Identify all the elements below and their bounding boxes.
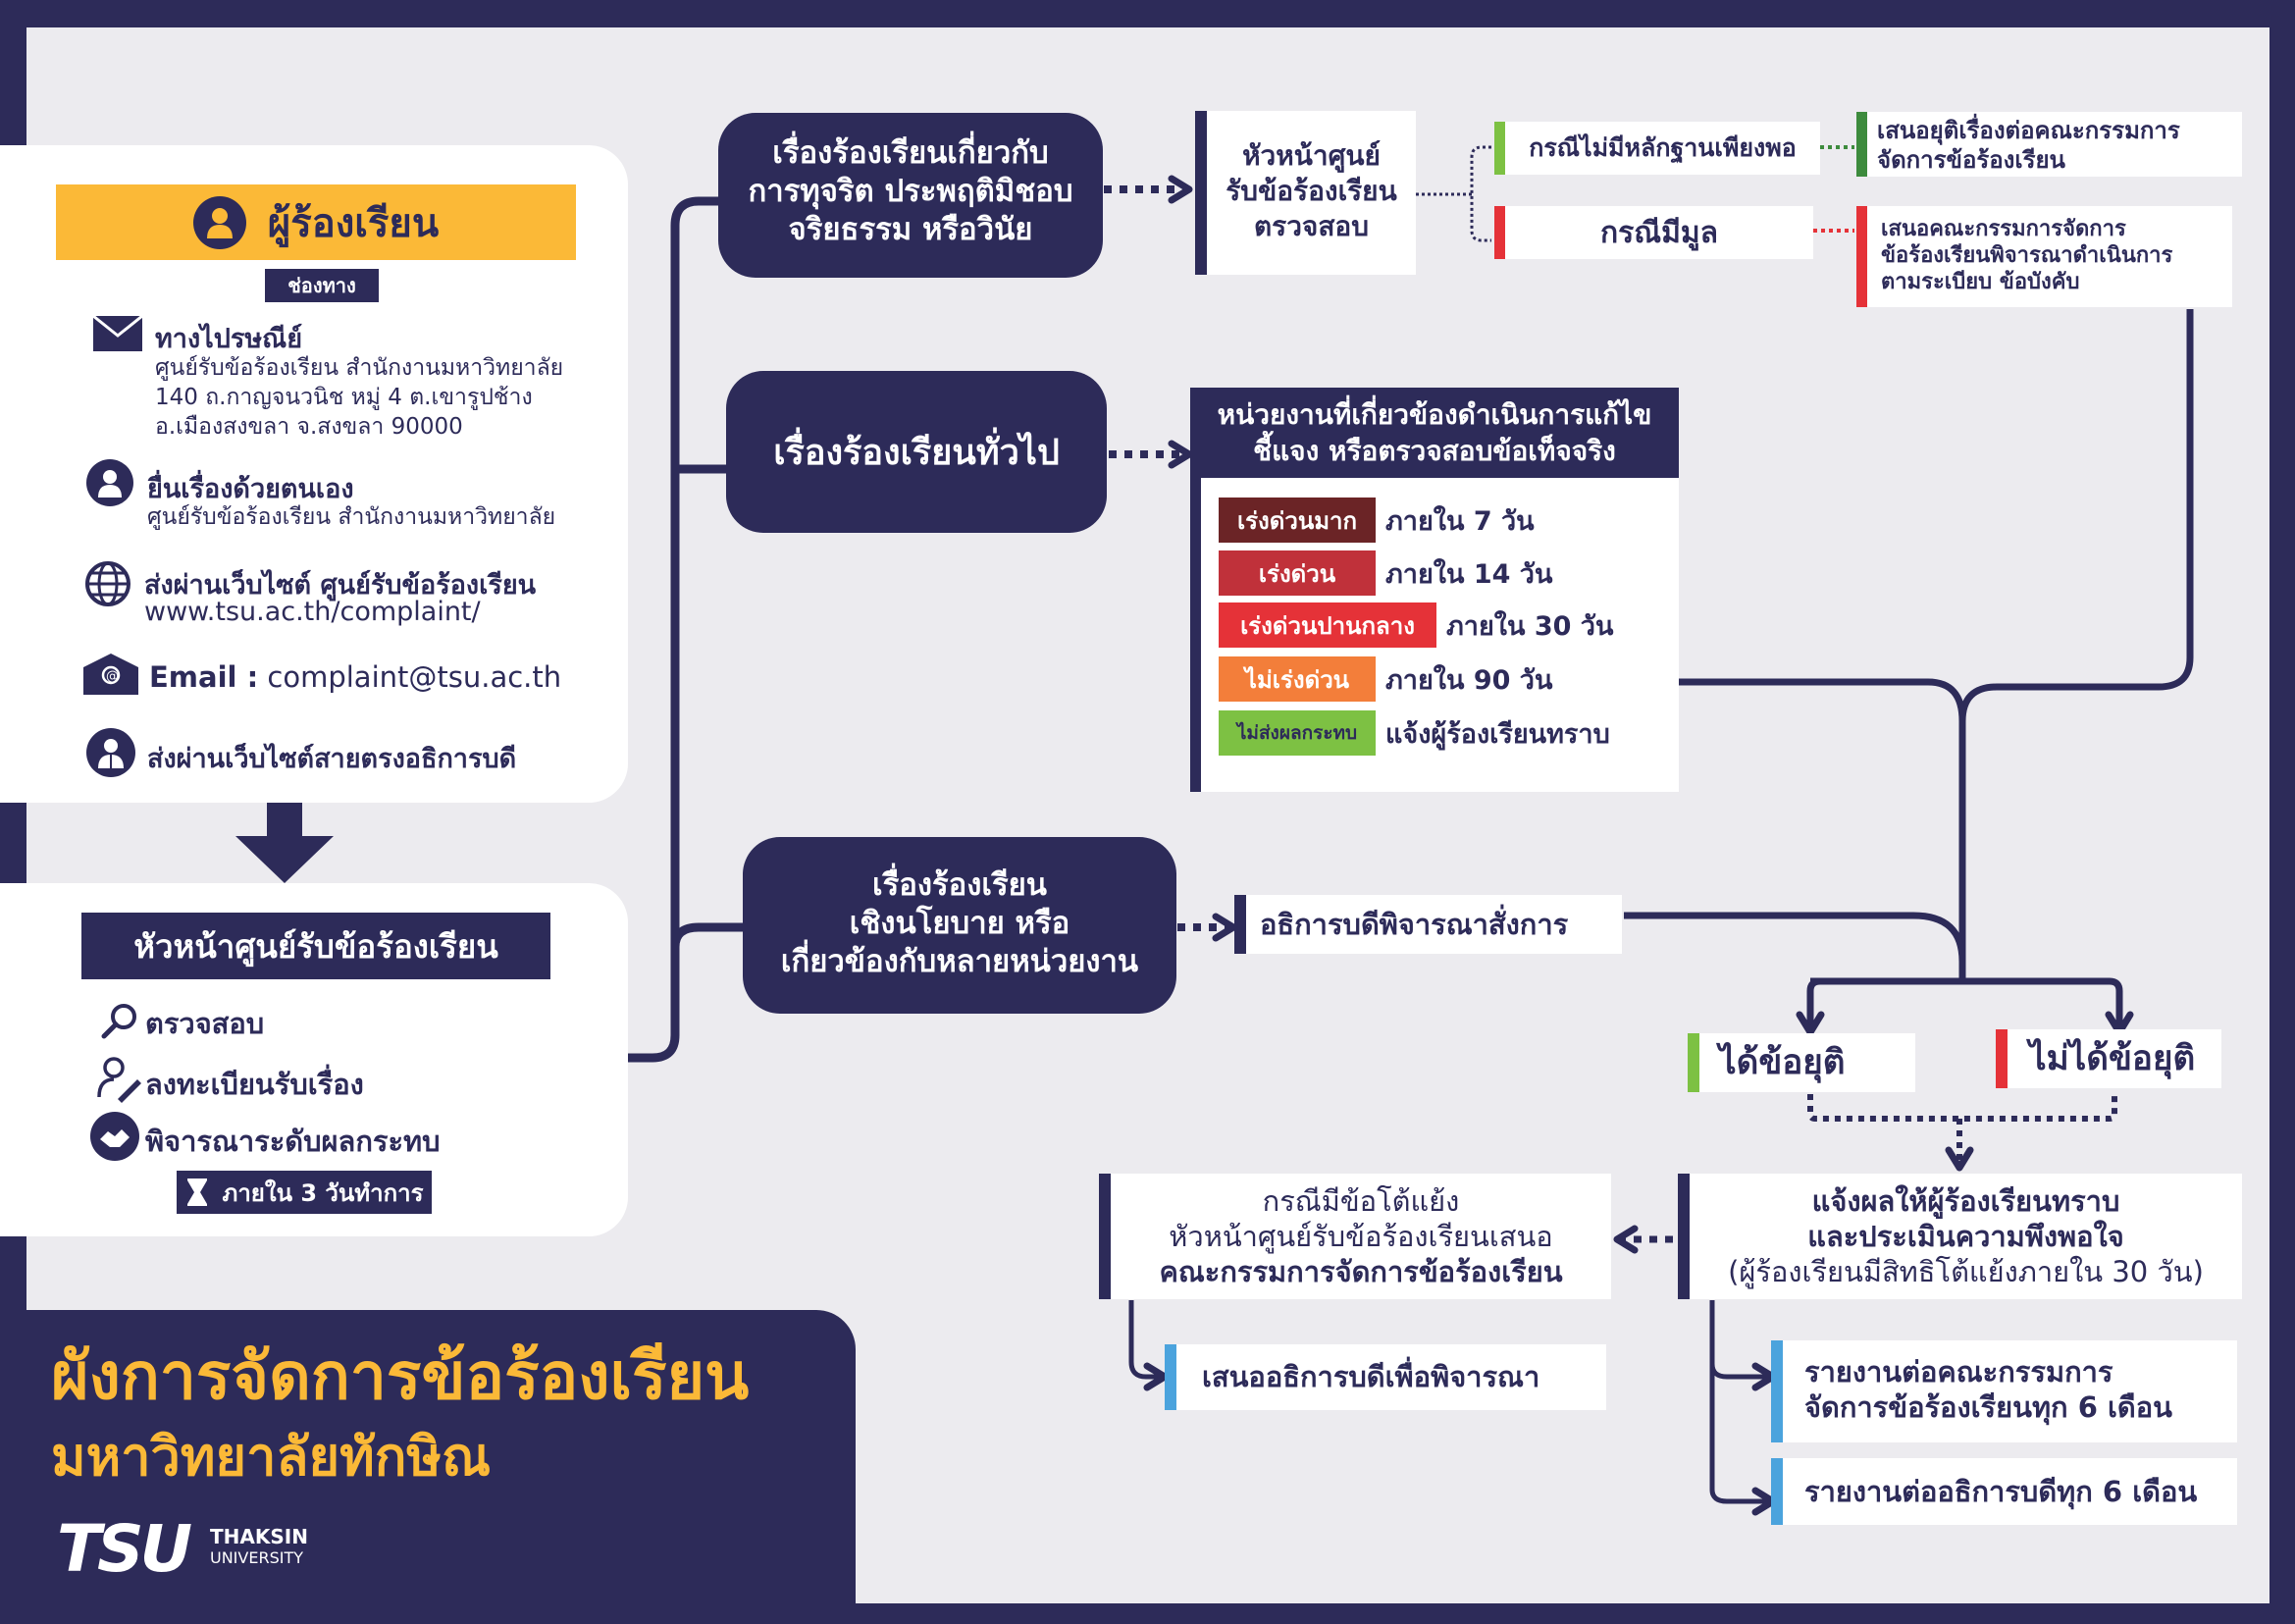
- urgency-deadline: ภายใน 7 วัน: [1385, 505, 1535, 537]
- urgency-row: ไม่ส่งผลกระทบ แจ้งผู้ร้องเรียนทราบ: [1219, 710, 1610, 756]
- urgency-row: ไม่เร่งด่วน ภายใน 90 วัน: [1219, 656, 1552, 702]
- urgency-badge: เร่งด่วน: [1219, 550, 1376, 596]
- center-head-title: หัวหน้าศูนย์รับข้อร้องเรียน: [81, 913, 550, 979]
- outcome-resolved: ได้ข้อยุติ: [1688, 1033, 1915, 1092]
- poster-title-line1: ผังการจัดการข้อร้องเรียน: [51, 1338, 750, 1414]
- user-edit-icon: [95, 1055, 144, 1104]
- center-step3: พิจารณาระดับผลกระทบ: [145, 1125, 441, 1158]
- fraud-head-line1: หัวหน้าศูนย์: [1242, 139, 1381, 172]
- category-policy: เรื่องร้องเรียน เชิงนโยบาย หรือ เกี่ยวข้…: [743, 837, 1176, 1014]
- fraud-propose-line2: ข้อร้องเรียนพิจารณาดำเนินการ: [1881, 243, 2173, 268]
- post-title: ทางไปรษณีย์: [155, 324, 303, 354]
- fraud-end-line2: จัดการข้อร้องเรียน: [1877, 146, 2065, 174]
- person-icon: [192, 195, 246, 249]
- urgency-deadline: แจ้งผู้ร้องเรียนทราบ: [1385, 718, 1610, 750]
- user-circle-icon: [86, 459, 133, 506]
- urgency-badge: เร่งด่วนมาก: [1219, 498, 1376, 543]
- urgency-deadline: ภายใน 14 วัน: [1385, 558, 1553, 590]
- propose-president-box: เสนออธิการบดีเพื่อพิจารณา: [1165, 1344, 1606, 1410]
- fraud-no-evidence: กรณีไม่มีหลักฐานเพียงพอ: [1494, 122, 1820, 175]
- fraud-propose: เสนอคณะกรรมการจัดการ ข้อร้องเรียนพิจารณา…: [1856, 206, 2232, 307]
- urgency-deadline: ภายใน 90 วัน: [1385, 664, 1553, 696]
- category-general: เรื่องร้องเรียนทั่วไป: [726, 371, 1107, 533]
- complainant-header: ผู้ร้องเรียน: [56, 184, 576, 260]
- fraud-end-line1: เสนอยุติเรื่องต่อคณะกรรมการ: [1877, 117, 2180, 144]
- center-step1: ตรวจสอบ: [145, 1007, 265, 1040]
- appeal-line2: หัวหน้าศูนย์รับข้อร้องเรียนเสนอ: [1169, 1220, 1553, 1253]
- center-step2: ลงทะเบียนรับเรื่อง: [145, 1068, 364, 1101]
- email-value: complaint@tsu.ac.th: [267, 660, 562, 694]
- policy-president-box: อธิการบดีพิจารณาสั่งการ: [1234, 895, 1622, 954]
- urgency-row: เร่งด่วน ภายใน 14 วัน: [1219, 550, 1552, 596]
- outcome-unresolved: ไม่ได้ข้อยุติ: [1996, 1029, 2221, 1088]
- globe-icon: [83, 559, 132, 608]
- post-line3: อ.เมืองสงขลา จ.สงขลา 90000: [155, 414, 463, 440]
- svg-text:@: @: [106, 669, 119, 684]
- fraud-head-line3: ตรวจสอบ: [1253, 210, 1370, 242]
- poster-title-panel: [26, 1310, 856, 1604]
- fraud-end-case: เสนอยุติเรื่องต่อคณะกรรมการ จัดการข้อร้อ…: [1856, 112, 2242, 177]
- report-committee-line1: รายงานต่อคณะกรรมการ: [1804, 1355, 2113, 1388]
- complainant-title: ผู้ร้องเรียน: [267, 200, 440, 246]
- urgency-badge: ไม่เร่งด่วน: [1219, 656, 1376, 702]
- notify-line2: และประเมินความพึงพอใจ: [1807, 1220, 2124, 1253]
- fraud-propose-line1: เสนอคณะกรรมการจัดการ: [1881, 217, 2126, 241]
- appeal-box: กรณีมีข้อโต้แย้ง หัวหน้าศูนย์รับข้อร้องเ…: [1099, 1174, 1611, 1299]
- logo-sub1: THAKSIN: [210, 1525, 308, 1548]
- deadline-text: ภายใน 3 วันทำการ: [222, 1179, 424, 1207]
- fraud-has-merit: กรณีมีมูล: [1494, 206, 1813, 259]
- post-line1: ศูนย์รับข้อร้องเรียน สำนักงานมหาวิทยาลัย: [155, 355, 564, 381]
- category-policy-line1: เรื่องร้องเรียน: [871, 867, 1047, 903]
- report-committee-line2: จัดการข้อร้องเรียนทุก 6 เดือน: [1804, 1390, 2172, 1424]
- post-line2: 140 ถ.กาญจนวนิช หมู่ 4 ต.เขารูปช้าง: [155, 385, 533, 410]
- handshake-icon: [90, 1112, 139, 1161]
- general-header: หน่วยงานที่เกี่ยวข้องดำเนินการแก้ไข ชี้แ…: [1190, 388, 1679, 478]
- hourglass-icon: [185, 1177, 209, 1208]
- urgency-badge: เร่งด่วนปานกลาง: [1219, 602, 1436, 648]
- web-url: www.tsu.ac.th/complaint/: [144, 597, 481, 627]
- deadline-badge: ภายใน 3 วันทำการ: [177, 1171, 432, 1214]
- poster-title-line2: มหาวิทยาลัยทักษิณ: [51, 1426, 492, 1488]
- direct-title: ส่งผ่านเว็บไซต์สายตรงอธิการบดี: [147, 744, 517, 774]
- self-line1: ศูนย์รับข้อร้องเรียน สำนักงานมหาวิทยาลัย: [147, 504, 556, 530]
- report-president-box: รายงานต่ออธิการบดีทุก 6 เดือน: [1771, 1458, 2237, 1525]
- urgency-row: เร่งด่วนมาก ภายใน 7 วัน: [1219, 498, 1535, 543]
- urgency-deadline: ภายใน 30 วัน: [1446, 610, 1614, 642]
- magnifier-icon: [98, 999, 141, 1042]
- notify-line3: (ผู้ร้องเรียนมีสิทธิโต้แย้งภายใน 30 วัน): [1728, 1255, 2204, 1288]
- logo-text: TSU: [57, 1511, 192, 1587]
- self-title: ยื่นเรื่องด้วยตนเอง: [147, 474, 354, 504]
- category-general-line1: เรื่องร้องเรียนทั่วไป: [773, 433, 1060, 473]
- general-header-line1: หน่วยงานที่เกี่ยวข้องดำเนินการแก้ไข: [1217, 398, 1652, 431]
- report-committee-box: รายงานต่อคณะกรรมการ จัดการข้อร้องเรียนทุ…: [1771, 1340, 2237, 1442]
- envelope-icon: [93, 314, 142, 353]
- category-fraud-line1: เรื่องร้องเรียนเกี่ยวกับ: [772, 135, 1049, 171]
- category-fraud-line2: การทุจริต ประพฤติมิชอบ: [748, 174, 1073, 209]
- logo-sub2: UNIVERSITY: [210, 1548, 303, 1567]
- down-arrow-icon: [235, 803, 334, 883]
- general-header-line2: ชี้แจง หรือตรวจสอบข้อเท็จจริง: [1253, 435, 1616, 467]
- urgency-row: เร่งด่วนปานกลาง ภายใน 30 วัน: [1219, 602, 1613, 648]
- email-icon: @: [83, 653, 138, 696]
- notify-line1: แจ้งผลให้ผู้ร้องเรียนทราบ: [1811, 1184, 2120, 1218]
- category-policy-line3: เกี่ยวข้องกับหลายหน่วยงาน: [780, 944, 1139, 979]
- email-row: Email : complaint@tsu.ac.th: [149, 660, 561, 694]
- appeal-line3: คณะกรรมการจัดการข้อร้องเรียน: [1159, 1255, 1563, 1288]
- email-label: Email :: [149, 660, 259, 694]
- channels-label: ช่องทาง: [265, 269, 379, 302]
- urgency-badge: ไม่ส่งผลกระทบ: [1219, 710, 1376, 756]
- category-fraud-line3: จริยธรรม หรือวินัย: [788, 212, 1033, 247]
- category-fraud: เรื่องร้องเรียนเกี่ยวกับ การทุจริต ประพฤ…: [718, 113, 1103, 278]
- people-icon: [86, 728, 135, 777]
- fraud-head-box: หัวหน้าศูนย์ รับข้อร้องเรียน ตรวจสอบ: [1195, 111, 1416, 275]
- web-title: ส่งผ่านเว็บไซต์ ศูนย์รับข้อร้องเรียน: [144, 570, 537, 601]
- fraud-propose-line3: ตามระเบียบ ข้อบังคับ: [1881, 270, 2080, 294]
- notify-box: แจ้งผลให้ผู้ร้องเรียนทราบ และประเมินความ…: [1678, 1174, 2242, 1299]
- category-policy-line2: เชิงนโยบาย หรือ: [849, 906, 1070, 941]
- fraud-head-line2: รับข้อร้องเรียน: [1226, 175, 1397, 207]
- appeal-line1: กรณีมีข้อโต้แย้ง: [1262, 1184, 1460, 1218]
